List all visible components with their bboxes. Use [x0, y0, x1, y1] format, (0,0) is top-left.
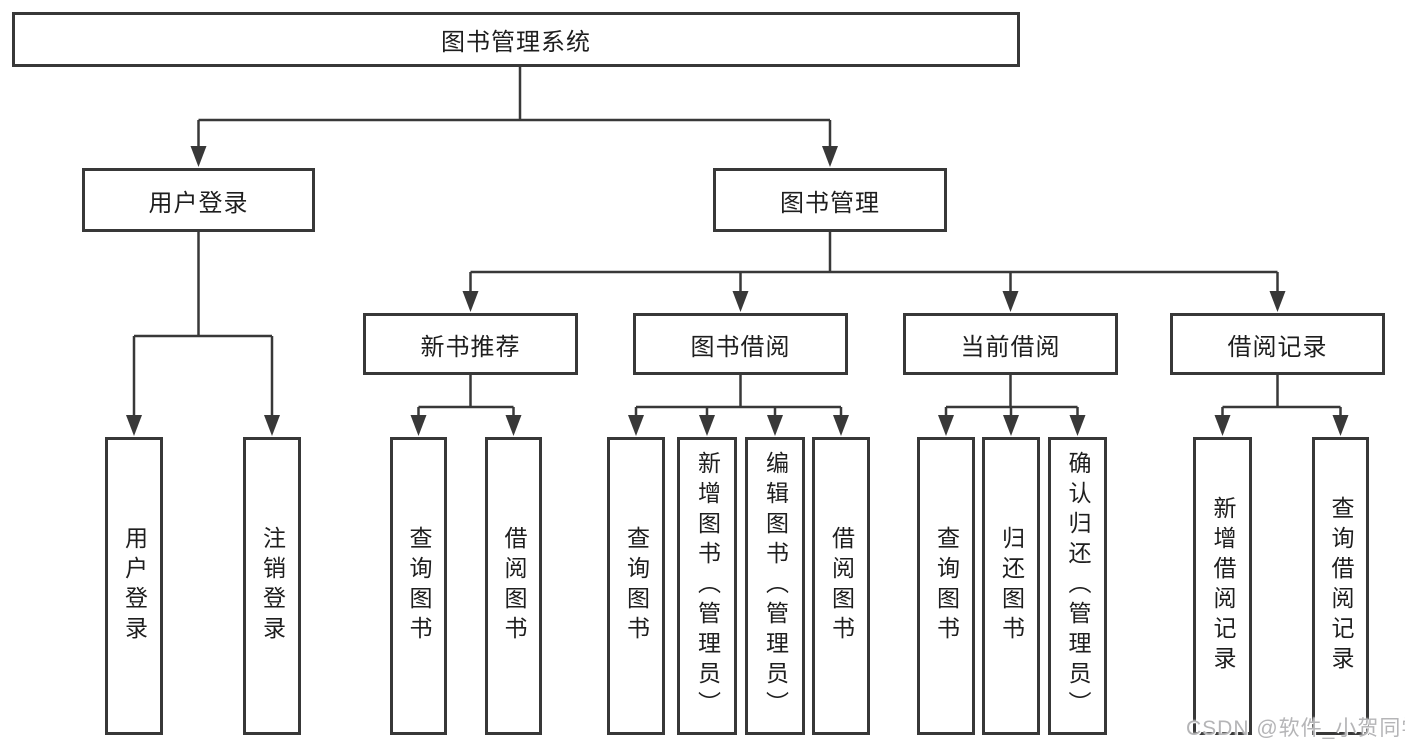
leaf-add-books-admin: 新增图书（管理员）	[677, 437, 737, 735]
arrow-down-icon	[822, 146, 838, 167]
arrow-down-icon	[833, 415, 849, 436]
tree-connector-paths	[132, 67, 1342, 416]
node-label: 新书推荐	[420, 333, 521, 361]
leaf-confirm-return-admin: 确认归还（管理员）	[1048, 437, 1107, 735]
node-book-management: 图书管理	[713, 168, 947, 232]
arrow-down-icon	[1214, 415, 1231, 436]
arrow-down-icon	[628, 415, 644, 436]
csdn-watermark: CSDN @软件_小贺同学	[1186, 717, 1405, 740]
leaf-label: 编辑图书（管理员）	[762, 451, 789, 721]
arrow-down-icon	[699, 415, 715, 436]
node-label: 借阅记录	[1227, 333, 1328, 361]
leaf-logout: 注销登录	[243, 437, 301, 735]
node-label: 图书管理	[780, 189, 880, 217]
arrow-down-icon	[767, 415, 783, 436]
leaf-query-books-current: 查询图书	[917, 437, 975, 735]
leaf-user-login: 用户登录	[105, 437, 163, 735]
leaf-edit-books-admin: 编辑图书（管理员）	[745, 437, 805, 735]
arrow-down-icon	[410, 415, 427, 436]
node-current-borrowing: 当前借阅	[903, 313, 1118, 375]
arrow-down-icon	[1269, 291, 1286, 312]
node-borrowing-records: 借阅记录	[1170, 313, 1385, 375]
leaf-label: 查询图书	[406, 526, 432, 646]
leaf-label: 借阅图书	[501, 526, 527, 646]
arrowhead-icons	[126, 146, 1349, 436]
leaf-borrow-books: 借阅图书	[812, 437, 870, 735]
node-book-borrowing: 图书借阅	[633, 313, 848, 375]
node-root-library-system: 图书管理系统	[12, 12, 1020, 67]
node-user-login: 用户登录	[82, 168, 315, 232]
node-new-book-recommendation: 新书推荐	[363, 313, 578, 375]
leaf-query-books-recommend: 查询图书	[390, 437, 447, 735]
leaf-add-borrow-record: 新增借阅记录	[1193, 437, 1252, 735]
arrow-down-icon	[1003, 415, 1019, 436]
arrow-down-icon	[462, 291, 479, 312]
leaf-label: 确认归还（管理员）	[1065, 451, 1091, 721]
arrow-down-icon	[732, 291, 749, 312]
arrow-down-icon	[190, 146, 207, 167]
leaf-label: 用户登录	[121, 526, 148, 646]
arrow-down-icon	[938, 415, 954, 436]
node-label: 图书借阅	[690, 333, 791, 361]
arrow-down-icon	[1069, 415, 1086, 436]
leaf-borrow-books-recommend: 借阅图书	[485, 437, 542, 735]
leaf-query-books-borrowing: 查询图书	[607, 437, 665, 735]
leaf-query-borrow-record: 查询借阅记录	[1312, 437, 1369, 735]
arrow-down-icon	[126, 415, 142, 436]
arrow-down-icon	[1002, 291, 1019, 312]
leaf-label: 注销登录	[259, 526, 286, 646]
leaf-label: 借阅图书	[828, 526, 855, 646]
node-label: 当前借阅	[960, 333, 1061, 361]
leaf-label: 归还图书	[998, 526, 1025, 646]
leaf-label: 查询图书	[933, 526, 960, 646]
leaf-label: 新增图书（管理员）	[694, 451, 721, 721]
leaf-label: 查询借阅记录	[1328, 496, 1354, 676]
leaf-return-books: 归还图书	[982, 437, 1040, 735]
leaf-label: 新增借阅记录	[1210, 496, 1236, 676]
node-label: 用户登录	[148, 189, 249, 217]
arrow-down-icon	[505, 415, 522, 436]
arrow-down-icon	[1332, 415, 1349, 436]
leaf-label: 查询图书	[623, 526, 650, 646]
arrow-down-icon	[264, 415, 280, 436]
node-label: 图书管理系统	[441, 29, 591, 56]
